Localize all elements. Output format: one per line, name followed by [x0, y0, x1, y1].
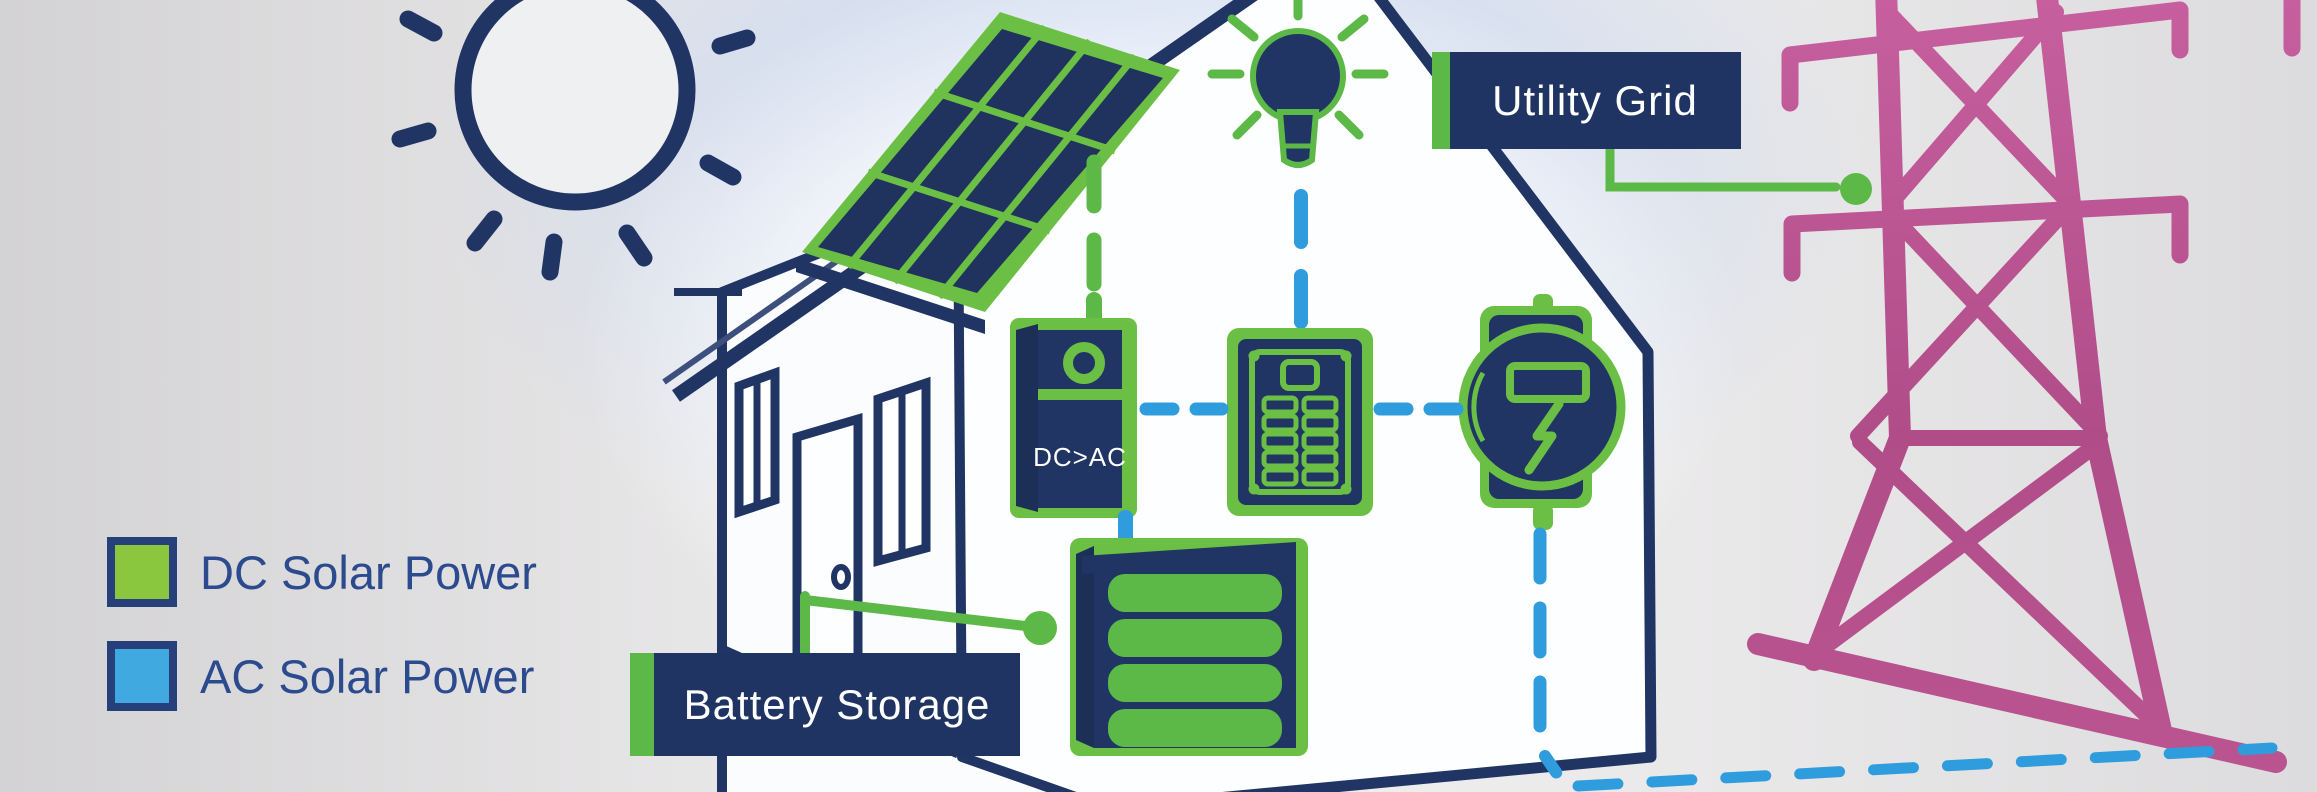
legend-swatch-ac — [107, 641, 177, 711]
utility-grid-label-text: Utility Grid — [1492, 77, 1698, 124]
light-bulb-icon — [1207, 0, 1389, 168]
legend-swatch-dc — [107, 537, 177, 607]
legend-label-ac: AC Solar Power — [200, 650, 534, 703]
battery-icon — [1070, 538, 1308, 756]
transmission-tower-icon — [1747, 0, 2301, 773]
legend-item-ac: AC Solar Power — [107, 641, 534, 711]
dc-power-line-panel-to-inverter — [1086, 154, 1102, 326]
lightning-bolt-icon — [1524, 399, 1564, 475]
utility-grid-label: Utility Grid — [1432, 52, 1741, 149]
inverter-icon: DC>AC — [1010, 318, 1137, 552]
legend-label-dc: DC Solar Power — [200, 546, 537, 599]
door-knob — [831, 564, 851, 590]
ac-power-lines — [1139, 402, 2278, 792]
solar-panel-icon — [796, 12, 1180, 334]
breaker-panel-icon — [1227, 328, 1373, 516]
battery-storage-callout-line — [800, 591, 1057, 661]
battery-storage-label: Battery Storage — [630, 653, 1020, 756]
electric-meter-icon — [1458, 294, 1626, 530]
window-right — [873, 376, 931, 567]
legend-item-dc: DC Solar Power — [107, 537, 537, 607]
legend: DC Solar Power AC Solar Power — [107, 537, 537, 711]
battery-storage-label-text: Battery Storage — [684, 681, 991, 728]
inverter-dc-ac-label: DC>AC — [1033, 442, 1127, 472]
sun-icon — [391, 0, 756, 281]
window-left — [734, 366, 780, 519]
utility-grid-callout-line — [1605, 144, 1872, 205]
